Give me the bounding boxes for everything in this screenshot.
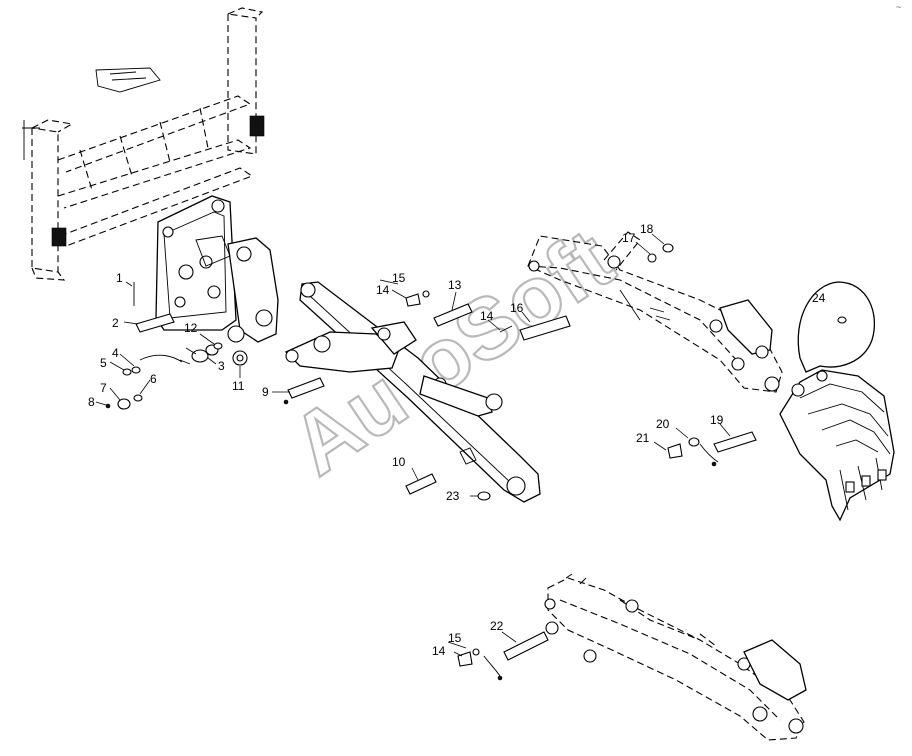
callout-23: 23 [446,489,460,503]
callout-14-upper: 14 [376,283,390,297]
callout-13: 13 [448,278,462,292]
callout-5: 5 [100,356,107,370]
callout-19: 19 [710,413,724,427]
callout-11: 11 [232,379,245,393]
dipper-arm-lower [544,573,807,741]
callout-9: 9 [262,385,269,399]
mounting-frame [22,7,265,281]
callout-4: 4 [112,346,119,360]
dipper-arm [527,231,783,393]
callout-14-middle: 14 [480,309,494,323]
callout-20: 20 [656,417,670,431]
corner-mark: ~ [896,2,901,12]
callout-18: 18 [640,222,654,236]
callout-8: 8 [88,395,95,409]
callout-14-lower: 14 [432,644,446,658]
callout-21: 21 [636,431,650,445]
callout-12: 12 [184,321,198,335]
callout-3: 3 [218,359,225,373]
callout-1: 1 [116,271,123,285]
hitch-plate [155,195,279,343]
callout-6: 6 [150,372,157,386]
bucket [779,281,895,522]
callout-24: 24 [812,291,826,305]
callout-15-lower: 15 [448,631,462,645]
leader-lines [95,233,731,657]
callout-15-upper: 15 [392,271,406,285]
callout-2: 2 [112,316,119,330]
hardware-parts [105,243,757,681]
boom [284,281,541,503]
callout-10: 10 [392,455,406,469]
callout-7: 7 [100,381,107,395]
callout-17: 17 [622,231,636,245]
callouts: 1 2 3 4 5 6 7 8 9 10 11 12 13 14 14 14 1… [88,222,826,658]
callout-16: 16 [510,301,524,315]
callout-22: 22 [490,619,504,633]
